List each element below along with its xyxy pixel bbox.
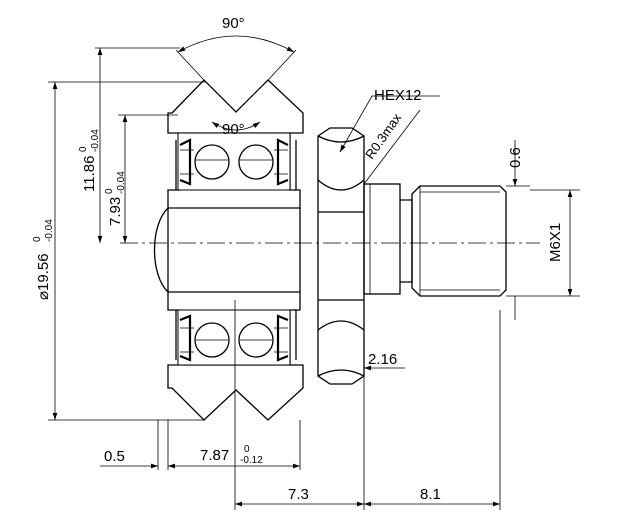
label-wheel-width: 7.87 0 -0.12 [200,444,263,466]
label-thread: M6X1 [547,223,564,262]
svg-text:0: 0 [78,146,89,152]
svg-text:0: 0 [32,236,43,242]
svg-text:-0.12: -0.12 [240,455,263,466]
label-inner-angle: 90° [222,121,245,138]
threaded-shaft [411,185,507,297]
ball-upper-left [194,144,230,180]
label-flange-width: 2.16 [368,351,397,368]
label-hex: HEX12 [374,87,422,104]
label-groove-diameter: 11.86 0 -0.04 [78,129,101,192]
svg-text:7.87: 7.87 [200,447,229,464]
label-radius: R0.3max [362,110,404,162]
ball-lower-left [194,322,230,358]
svg-text:-0.04: -0.04 [90,129,101,152]
svg-text:0: 0 [104,188,115,194]
ball-upper-right [238,144,274,180]
hex-leader [339,95,440,153]
svg-text:-0.04: -0.04 [44,219,55,242]
label-outer-diameter: ⌀19.56 0 -0.04 [32,219,55,300]
label-gap: 0.6 [507,147,524,168]
label-bore-diameter: 7.93 0 -0.04 [104,171,127,226]
label-offset: 0.5 [104,448,125,465]
bearing-balls-lower [177,309,291,366]
bore-left-curve [153,207,169,293]
hex-nut [317,127,365,385]
svg-text:-0.04: -0.04 [116,171,127,194]
svg-text:0: 0 [244,444,250,455]
flange [363,183,413,295]
label-top-angle: 90° [222,15,245,32]
angle-dim-top [177,35,295,53]
svg-text:11.86: 11.86 [81,156,98,192]
svg-text:7.93: 7.93 [107,197,124,226]
bearing-balls-upper [177,132,291,191]
label-length-b: 8.1 [420,486,441,503]
label-length-a: 7.3 [288,486,309,503]
angle-dim-inner [211,121,261,131]
svg-text:⌀19.56: ⌀19.56 [35,253,52,300]
ball-lower-right [238,322,274,358]
